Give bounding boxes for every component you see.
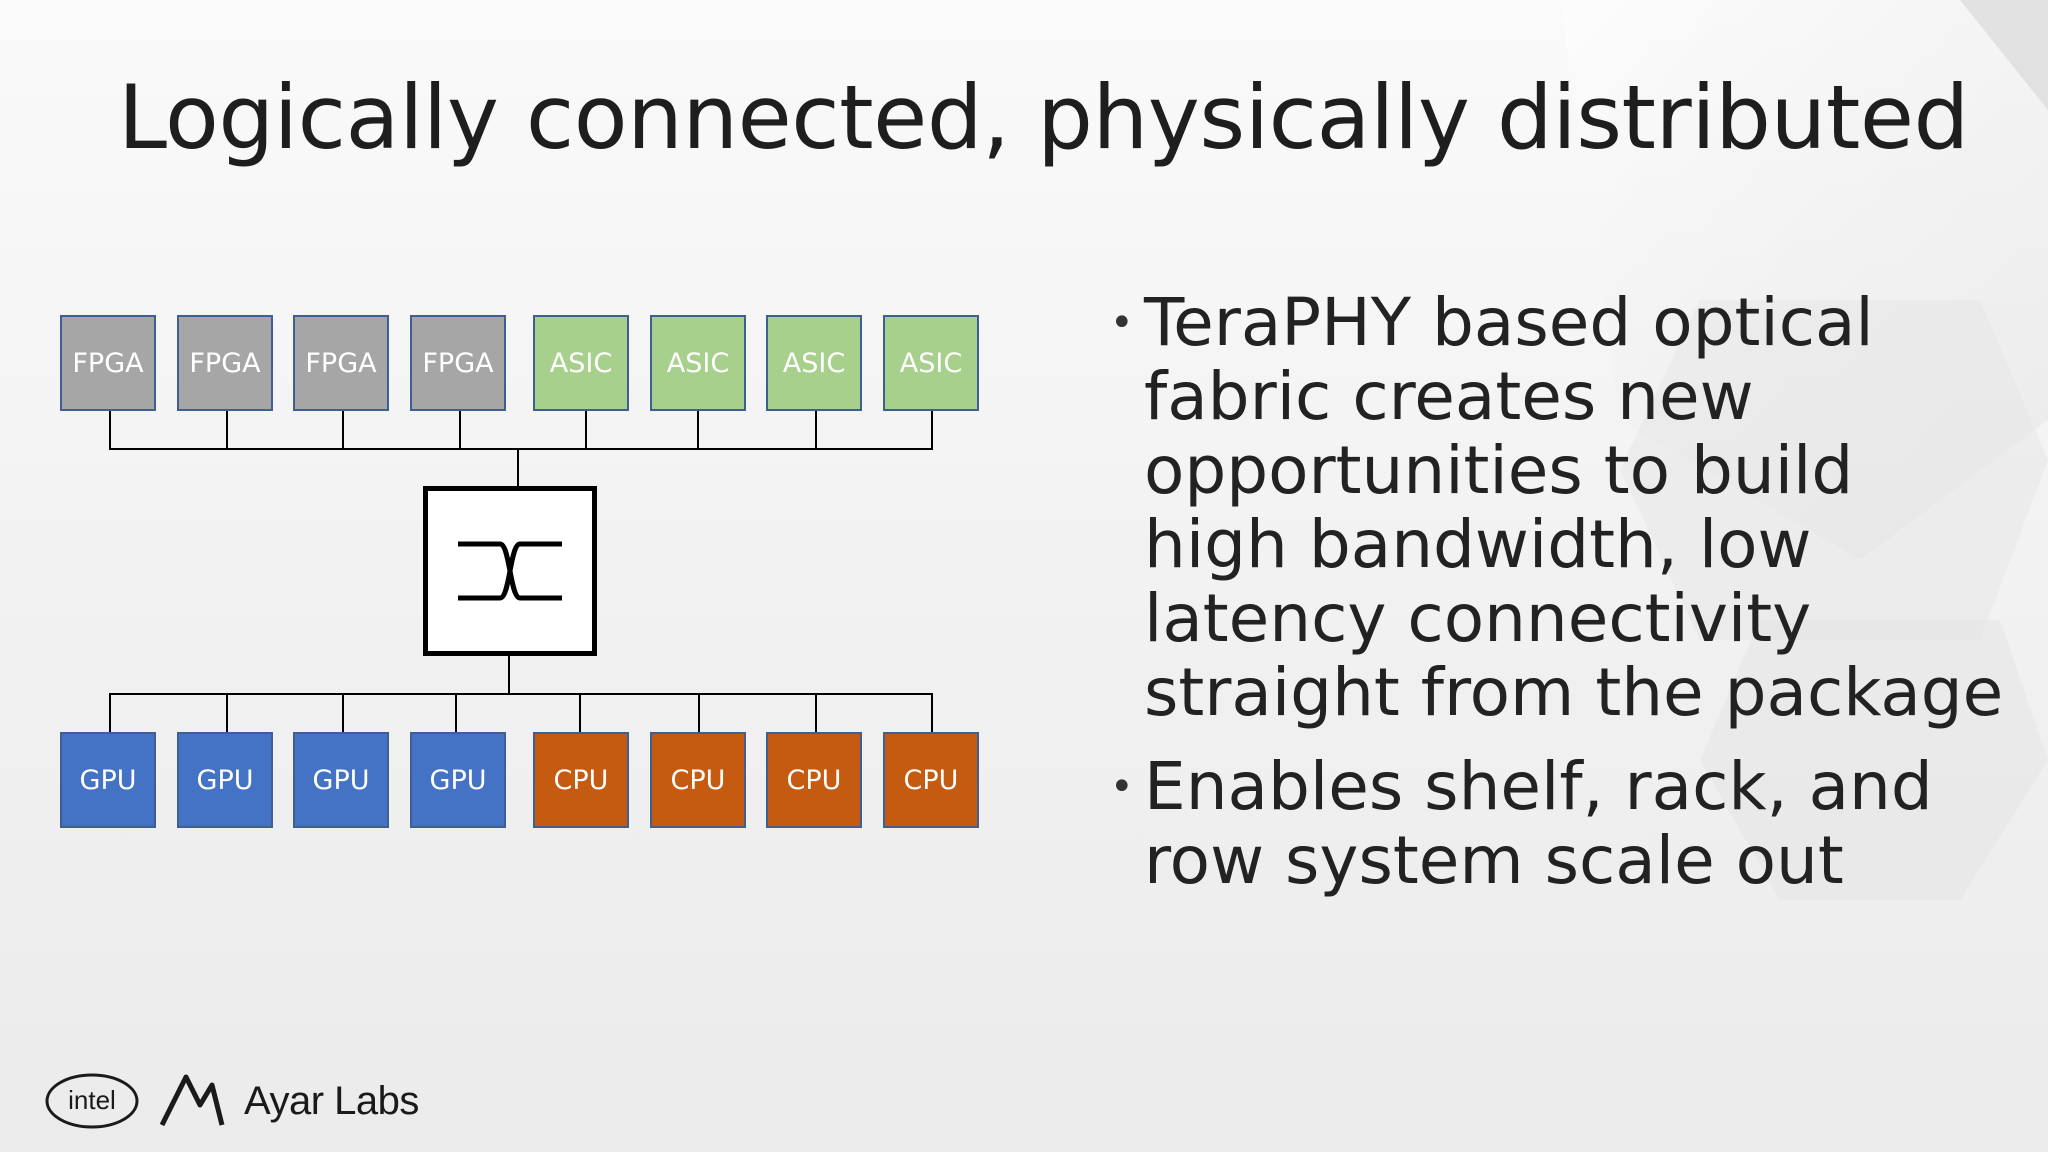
bullet-dot-icon: • [1110,764,1134,810]
node-label: GPU [79,764,137,796]
node-label: FPGA [422,347,494,379]
node-label: ASIC [666,347,730,379]
fpga-node-4: FPGA [410,315,506,411]
node-label: GPU [196,764,254,796]
node-label: GPU [312,764,370,796]
optical-switch-icon [458,541,562,601]
footer-logos: intel Ayar Labs [44,1066,419,1136]
node-label: CPU [553,764,609,796]
node-label: CPU [903,764,959,796]
node-label: ASIC [899,347,963,379]
gpu-node-3: GPU [293,732,389,828]
bullet-dot-icon: • [1110,300,1134,346]
ayar-labs-logo-text: Ayar Labs [244,1078,419,1123]
bullet-text: Enables shelf, rack, and row system scal… [1144,748,1933,899]
gpu-node-4: GPU [410,732,506,828]
node-label: FPGA [305,347,377,379]
node-label: ASIC [549,347,613,379]
cpu-node-3: CPU [766,732,862,828]
intel-logo: intel [45,1073,139,1129]
intel-logo-text: intel [68,1085,116,1115]
asic-node-3: ASIC [766,315,862,411]
bullet-item: • TeraPHY based optical fabric creates n… [1110,286,2010,730]
node-label: CPU [786,764,842,796]
node-label: FPGA [72,347,144,379]
optical-switch [423,486,597,656]
gpu-node-2: GPU [177,732,273,828]
fpga-node-2: FPGA [177,315,273,411]
cpu-node-1: CPU [533,732,629,828]
asic-node-2: ASIC [650,315,746,411]
asic-node-1: ASIC [533,315,629,411]
bullet-list: • TeraPHY based optical fabric creates n… [1110,286,2010,918]
cpu-node-4: CPU [883,732,979,828]
node-label: FPGA [189,347,261,379]
node-label: GPU [429,764,487,796]
bullet-item: • Enables shelf, rack, and row system sc… [1110,750,2010,898]
node-label: ASIC [782,347,846,379]
slide-title: Logically connected, physically distribu… [118,66,1969,169]
gpu-node-1: GPU [60,732,156,828]
asic-node-4: ASIC [883,315,979,411]
cpu-node-2: CPU [650,732,746,828]
node-label: CPU [670,764,726,796]
fpga-node-1: FPGA [60,315,156,411]
bullet-text: TeraPHY based optical fabric creates new… [1144,284,2004,731]
fpga-node-3: FPGA [293,315,389,411]
ayar-labs-mark-icon [159,1074,225,1127]
